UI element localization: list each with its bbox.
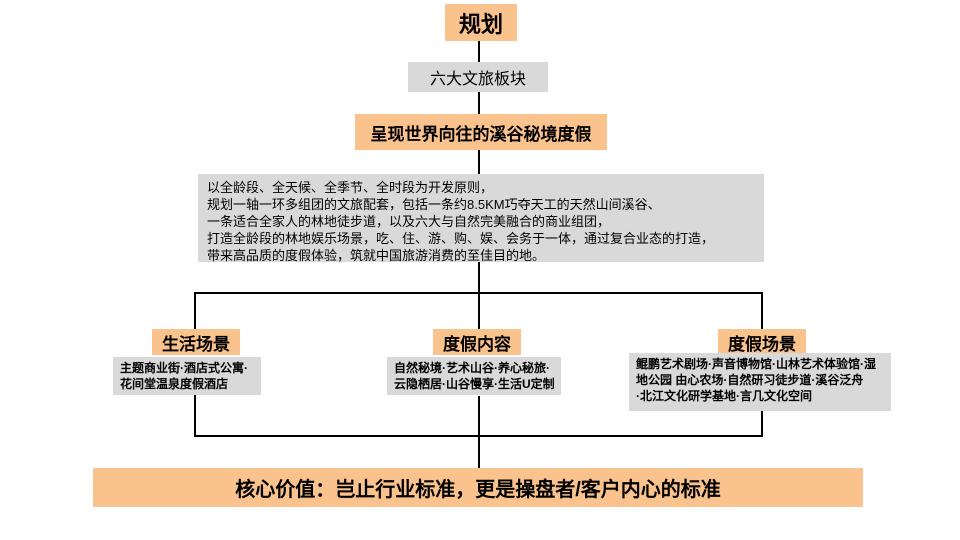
branch-header-life-scene: 生活场景 — [152, 329, 240, 355]
connector-level2-to-level3 — [478, 92, 480, 114]
branch-desc-vacation-content: 自然秘境·艺术山谷·养心秘旅· 云隐栖居·山谷慢享·生活U定制 — [387, 357, 561, 395]
branch-header-vacation-scene: 度假场景 — [718, 329, 806, 355]
connector-root-to-level2 — [478, 41, 480, 62]
level3-node-label: 呈现世界向往的溪谷秘境度假 — [355, 114, 607, 150]
overview-line: 以全龄段、全天候、全季节、全时段为开发原则， — [207, 180, 494, 195]
connector-overview-to-branches — [478, 262, 480, 330]
connector-level3-to-overview — [478, 150, 480, 174]
branch-desc-line: 地公园 由心农场·自然研习徒步道·溪谷泛舟 — [636, 373, 864, 387]
branch-desc-line: 主题商业街·酒店式公寓· — [120, 361, 248, 375]
branch-desc-vacation-scene: 鲲鹏艺术剧场·声音博物馆·山林艺术体验馆·湿 地公园 由心农场·自然研习徒步道·… — [629, 353, 891, 411]
level2-node-label: 六大文旅板块 — [408, 62, 548, 92]
connector-to-footer — [478, 437, 480, 468]
branch-desc-line: ·北江文化研学基地·言几文化空间 — [636, 389, 812, 403]
root-node-title: 规划 — [445, 4, 517, 41]
branch-desc-line: 云隐栖居·山谷慢享·生活U定制 — [394, 377, 555, 391]
overview-line: 带来高品质的度假体验，筑就中国旅游消费的至佳目的地。 — [207, 248, 546, 263]
branch-split-horizontal-line — [194, 292, 763, 294]
branch-desc-line: 花间堂温泉度假酒店 — [120, 377, 229, 391]
branch-drop-left-line — [194, 292, 196, 330]
overview-line: 一条适合全家人的林地徒步道，以及六大与自然完美融合的商业组团， — [207, 214, 611, 229]
core-value-banner: 核心价值：岂止行业标准，更是操盘者/客户内心的标准 — [93, 468, 863, 507]
branch-desc-line: 鲲鹏艺术剧场·声音博物馆·山林艺术体验馆·湿 — [636, 357, 876, 371]
overview-line: 规划一轴一环多组团的文旅配套，包括一条约8.5KM巧夺天工的天然山间溪谷、 — [207, 197, 661, 212]
merge-right-line — [761, 410, 763, 435]
overview-line: 打造全龄段的林地娱乐场景，吃、住、游、购、娱、会务于一体，通过复合业态的打造， — [207, 231, 715, 246]
branch-drop-right-line — [761, 292, 763, 330]
branch-header-vacation-content: 度假内容 — [433, 329, 521, 355]
merge-middle-line — [478, 396, 480, 435]
merge-horizontal-line — [194, 435, 763, 437]
overview-text-box: 以全龄段、全天候、全季节、全时段为开发原则， 规划一轴一环多组团的文旅配套，包括… — [198, 174, 764, 263]
branch-desc-life-scene: 主题商业街·酒店式公寓· 花间堂温泉度假酒店 — [113, 357, 261, 395]
branch-desc-line: 自然秘境·艺术山谷·养心秘旅· — [394, 361, 550, 375]
merge-left-line — [194, 394, 196, 435]
